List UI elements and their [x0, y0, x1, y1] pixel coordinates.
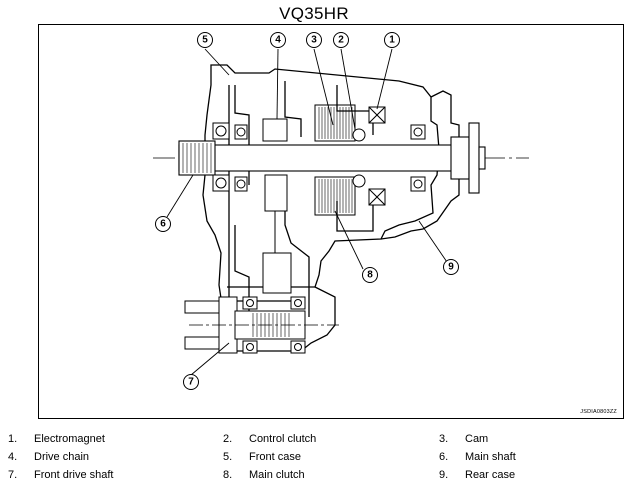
callout-7-label: 7 — [188, 377, 194, 388]
callout-4-label: 4 — [275, 35, 281, 46]
callout-1-label: 1 — [389, 35, 395, 46]
electromagnet — [368, 106, 386, 206]
callout-5-label: 5 — [202, 35, 208, 46]
front-case-outline — [202, 64, 440, 352]
main-shaft-body — [178, 144, 468, 172]
callout-8 — [362, 267, 378, 283]
callout-2-label: 2 — [338, 35, 344, 46]
callout-5 — [197, 32, 213, 48]
figure-code: JSDIA0803ZZ — [580, 409, 617, 415]
callout-3 — [306, 32, 322, 48]
diagram-title: VQ35HR — [279, 4, 349, 23]
diagram-frame: 1 2 3 4 5 6 7 8 9 JSDIA0803ZZ — [38, 24, 624, 419]
rear-case-outline — [380, 90, 460, 240]
callout-1 — [384, 32, 400, 48]
cam — [352, 128, 366, 188]
transfer-cross-section: 1 2 3 4 5 6 7 8 9 — [153, 32, 529, 390]
callout-8-label: 8 — [367, 270, 373, 281]
callout-2 — [333, 32, 349, 48]
callout-6-label: 6 — [160, 219, 166, 230]
front-bearings — [212, 122, 426, 192]
main-clutch-lower — [314, 176, 356, 216]
callout-9-label: 9 — [448, 262, 454, 273]
main-clutch-upper — [314, 104, 356, 142]
callout-4 — [270, 32, 286, 48]
callout-3-label: 3 — [311, 35, 317, 46]
callout-6 — [155, 216, 171, 232]
callout-7 — [183, 374, 199, 390]
drive-chain — [262, 118, 292, 294]
callout-9 — [443, 259, 459, 275]
